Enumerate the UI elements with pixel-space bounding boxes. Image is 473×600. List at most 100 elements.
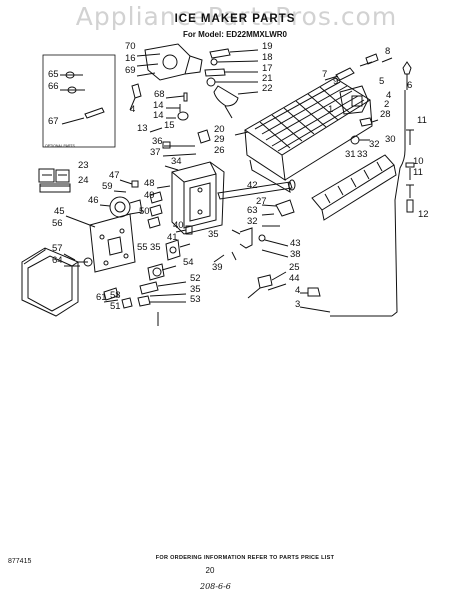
callout-c6: 6: [407, 80, 412, 91]
mold-heater-bracket: [129, 43, 203, 111]
model-number: For Model: ED22MMXLWR0: [182, 30, 287, 39]
callout-c4c: 4: [295, 285, 300, 296]
callout-c18: 18: [262, 52, 273, 63]
callout-c41: 41: [167, 232, 178, 243]
callout-c38: 38: [290, 249, 301, 260]
diagram-title: ICE MAKER PARTS: [174, 13, 296, 25]
watermark: AppliancePartsPros.com: [75, 2, 398, 31]
callout-c15: 15: [164, 120, 175, 131]
callout-c28: 28: [380, 109, 391, 120]
callout-c10: 10: [413, 156, 424, 167]
document-code: 877415: [8, 558, 32, 565]
callout-c46: 46: [88, 195, 99, 206]
callout-c44: 44: [289, 273, 300, 284]
callout-c57: 57: [52, 243, 63, 254]
callout-c21: 21: [262, 73, 273, 84]
callout-c67: 67: [48, 116, 59, 127]
callout-c11b: 11: [413, 167, 423, 178]
switch-parts: [113, 179, 171, 229]
callout-c31: 31: [345, 149, 356, 160]
callout-c34: 34: [171, 156, 182, 167]
callout-c4a: 4: [130, 104, 135, 115]
callout-c25: 25: [289, 262, 300, 273]
callout-c64: 64: [52, 255, 63, 266]
callout-c2: 2: [384, 99, 389, 110]
small-hardware-group: [204, 48, 259, 119]
callout-c51: 51: [110, 301, 121, 312]
callout-c61: 61: [96, 292, 107, 303]
callout-c53: 53: [190, 294, 201, 305]
callout-c24: 24: [78, 175, 89, 186]
callout-c27: 27: [256, 196, 267, 207]
callout-c66: 66: [48, 81, 59, 92]
callout-c32b: 32: [247, 216, 258, 227]
callout-c36: 36: [152, 136, 163, 147]
callout-c29: 29: [214, 134, 225, 145]
callout-c23: 23: [78, 160, 89, 171]
callout-c56: 56: [52, 218, 63, 229]
right-screws: [405, 129, 415, 213]
callout-c39: 39: [212, 262, 223, 273]
callout-c47: 47: [109, 170, 120, 181]
callout-c4b: 4: [386, 90, 391, 101]
drive-motor: [99, 196, 143, 218]
callout-c42: 42: [247, 180, 258, 191]
callout-c35c: 35: [190, 284, 201, 295]
fill-tube: [330, 61, 412, 317]
callout-c52: 52: [190, 273, 201, 284]
control-housing: [164, 161, 225, 235]
callout-c5: 5: [379, 76, 384, 87]
front-cover: [21, 247, 93, 317]
harness-connectors: [38, 168, 71, 193]
callout-c22: 22: [262, 83, 273, 94]
callout-c45: 45: [54, 206, 65, 217]
callout-c65: 65: [48, 69, 59, 80]
mounting-plate: [65, 213, 136, 273]
callout-c43: 43: [290, 238, 301, 249]
callout-c12: 12: [418, 209, 429, 220]
callout-c48: 48: [144, 178, 155, 189]
callout-c3: 3: [295, 299, 300, 310]
callout-c32: 32: [369, 139, 380, 150]
callout-c35a: 35: [208, 229, 219, 240]
callout-c58: 58: [110, 290, 121, 301]
gear-train: [147, 225, 193, 281]
callout-c68: 68: [154, 89, 165, 100]
callout-c50: 50: [139, 206, 150, 217]
callout-c59: 59: [102, 181, 113, 192]
fill-cup-assembly: [324, 53, 393, 145]
handwritten-note: 208-6-6: [200, 582, 231, 591]
callout-c9: 9: [333, 76, 338, 87]
callout-c16: 16: [125, 53, 136, 64]
ice-mold: [234, 77, 373, 193]
callout-c30: 30: [385, 134, 396, 145]
inset-note: OPTIONAL PARTS: [45, 144, 75, 148]
callout-c1: 1: [328, 104, 333, 115]
callout-c54: 54: [183, 257, 194, 268]
callout-c49: 49: [144, 190, 155, 201]
callout-c8: 8: [385, 46, 390, 57]
callout-c14b: 14: [153, 110, 164, 121]
callout-c63: 63: [247, 205, 258, 216]
ordering-footer-note: FOR ORDERING INFORMATION REFER TO PARTS …: [155, 555, 335, 561]
ejector-shaft: [217, 179, 296, 200]
callout-c7: 7: [322, 69, 327, 80]
callout-c69: 69: [125, 65, 136, 76]
callout-c35b: 35: [150, 242, 161, 253]
stripper-comb: [311, 154, 397, 221]
callout-c20: 20: [214, 124, 225, 135]
callout-c33: 33: [357, 149, 368, 160]
callout-c70: 70: [125, 41, 136, 52]
callout-c40: 40: [173, 220, 184, 231]
callout-c19: 19: [262, 41, 273, 52]
wiring-and-bracket: [213, 199, 331, 313]
callout-c11a: 11: [417, 115, 427, 126]
callout-c26: 26: [214, 145, 225, 156]
callout-c55: 55: [137, 242, 148, 253]
callout-c37: 37: [150, 147, 161, 158]
callout-c17: 17: [262, 63, 273, 74]
lower-hardware: [103, 281, 187, 326]
page-number: 20: [205, 566, 215, 575]
